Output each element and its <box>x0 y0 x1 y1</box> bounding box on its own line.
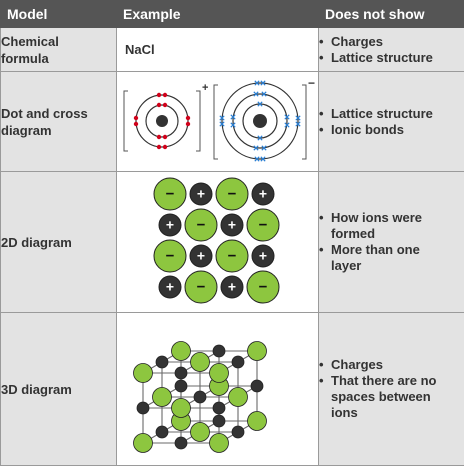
charge-label: + <box>202 82 208 94</box>
sodium-ion <box>213 402 225 414</box>
chloride-ion <box>209 364 228 383</box>
chloride-ion <box>171 399 190 418</box>
sodium-ion <box>213 415 225 427</box>
header-row: Model Example Does not show <box>1 1 464 28</box>
model-cell: Chemical formula <box>1 28 117 72</box>
negative-sign: − <box>196 217 205 234</box>
electron-dot <box>162 102 166 106</box>
does-not-show-cell: Charges That there are no spaces between… <box>319 313 464 466</box>
electron-dot <box>156 134 160 138</box>
lattice-3d-diagram <box>123 315 313 463</box>
bracket-left <box>214 85 218 159</box>
sodium-ion <box>156 356 168 368</box>
electron-dot <box>156 92 160 96</box>
row-dot-and-cross: Dot and cross diagram +− Lattice structu… <box>1 72 464 172</box>
chloride-ion <box>171 342 190 361</box>
header-does-not-show: Does not show <box>319 1 464 28</box>
list-item: That there are no spaces between ions <box>319 373 464 421</box>
list-item: Charges <box>319 34 464 50</box>
electron-dot <box>162 144 166 148</box>
list-item: Lattice structure <box>319 106 464 122</box>
sodium-ion <box>232 426 244 438</box>
negative-sign: − <box>196 279 205 296</box>
bracket-right <box>196 91 200 151</box>
sodium-ion <box>156 426 168 438</box>
lattice-2d-diagram: − + − + + − + − − + − + + − + − <box>153 177 283 307</box>
row-3d-diagram: 3D diagram Charges That there are no spa… <box>1 313 464 466</box>
does-not-show-cell: Charges Lattice structure <box>319 28 464 72</box>
positive-sign: + <box>165 279 173 295</box>
model-cell: 3D diagram <box>1 313 117 466</box>
negative-sign: − <box>258 217 267 234</box>
row-chemical-formula: Chemical formula NaCl Charges Lattice st… <box>1 28 464 72</box>
does-not-show-cell: Lattice structure Ionic bonds <box>319 72 464 172</box>
negative-sign: − <box>227 186 236 203</box>
chloride-ion <box>133 364 152 383</box>
chloride-ion <box>247 412 266 431</box>
sodium-ion <box>137 402 149 414</box>
sodium-ion <box>251 380 263 392</box>
positive-sign: + <box>165 217 173 233</box>
nucleus <box>253 114 267 128</box>
sodium-ion <box>232 356 244 368</box>
electron-dot <box>185 115 189 119</box>
electron-dot <box>162 92 166 96</box>
model-cell: Dot and cross diagram <box>1 72 117 172</box>
does-not-show-list: How ions were formed More than one layer <box>319 210 464 274</box>
electron-dot <box>156 102 160 106</box>
chloride-ion <box>190 353 209 372</box>
positive-sign: + <box>227 217 235 233</box>
list-item: Charges <box>319 357 464 373</box>
dot-cross-diagram: +− <box>118 77 318 167</box>
sodium-ion <box>175 437 187 449</box>
header-example: Example <box>117 1 319 28</box>
electron-dot <box>133 121 137 125</box>
negative-sign: − <box>165 248 174 265</box>
lattice-2d-cell: − + − + + − + − − + − + + − + − <box>117 172 319 313</box>
nucleus <box>156 115 168 127</box>
model-cell: 2D diagram <box>1 172 117 313</box>
positive-sign: + <box>258 186 266 202</box>
sodium-ion <box>175 367 187 379</box>
electron-dot <box>185 121 189 125</box>
chloride-ion <box>152 388 171 407</box>
formula-text: NaCl <box>117 28 319 72</box>
does-not-show-cell: How ions were formed More than one layer <box>319 172 464 313</box>
positive-sign: + <box>196 186 204 202</box>
list-item: Lattice structure <box>319 50 464 66</box>
list-item: More than one layer <box>319 242 464 274</box>
electron-dot <box>156 144 160 148</box>
negative-sign: − <box>227 248 236 265</box>
charge-label: − <box>308 77 315 90</box>
chloride-ion <box>190 423 209 442</box>
positive-sign: + <box>227 279 235 295</box>
chloride-ion <box>209 434 228 453</box>
sodium-ion <box>213 345 225 357</box>
does-not-show-list: Lattice structure Ionic bonds <box>319 106 464 138</box>
does-not-show-list: Charges That there are no spaces between… <box>319 357 464 421</box>
chloride-ion <box>228 388 247 407</box>
list-item: How ions were formed <box>319 210 464 242</box>
dot-cross-diagram-cell: +− <box>117 72 319 172</box>
header-model: Model <box>1 1 117 28</box>
negative-sign: − <box>258 279 267 296</box>
bracket-left <box>124 91 128 151</box>
lattice-3d-cell <box>117 313 319 466</box>
negative-sign: − <box>165 186 174 203</box>
electron-dot <box>162 134 166 138</box>
bracket-right <box>302 85 306 159</box>
does-not-show-list: Charges Lattice structure <box>319 34 464 66</box>
sodium-ion <box>194 391 206 403</box>
electron-dot <box>133 115 137 119</box>
positive-sign: + <box>196 248 204 264</box>
row-2d-diagram: 2D diagram − + − + + − + − − + − + + − + − How ions wer… <box>1 172 464 313</box>
positive-sign: + <box>258 248 266 264</box>
sodium-ion <box>175 380 187 392</box>
chloride-ion <box>247 342 266 361</box>
list-item: Ionic bonds <box>319 122 464 138</box>
chloride-ion <box>133 434 152 453</box>
